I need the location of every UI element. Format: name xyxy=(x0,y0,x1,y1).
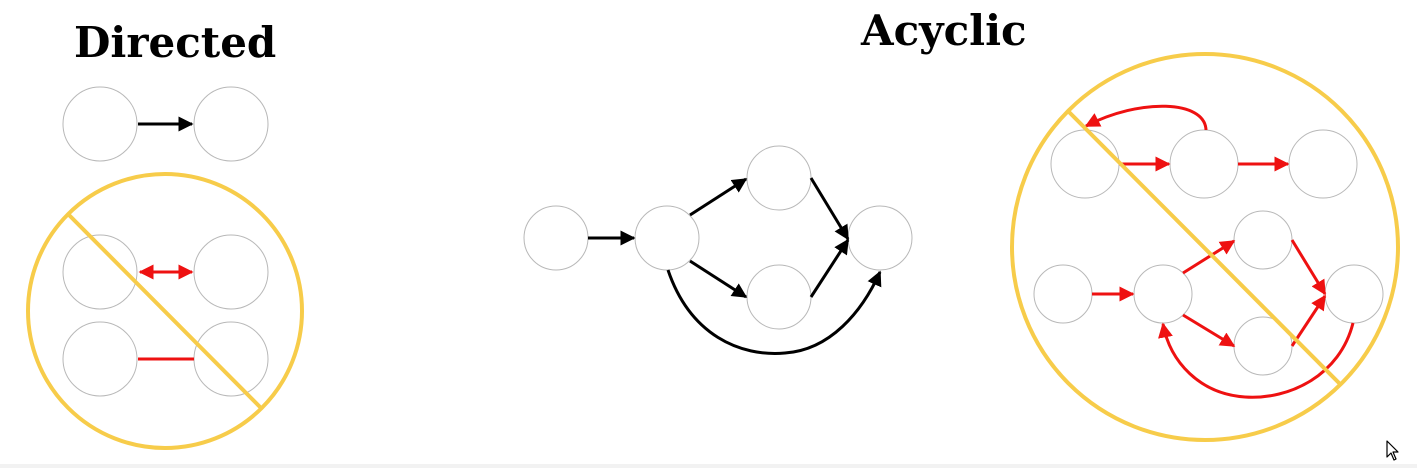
prohibition-slash xyxy=(66,212,263,410)
prohibition-circle xyxy=(26,172,304,450)
graph-node xyxy=(1169,129,1239,199)
acyclic-invalid-example xyxy=(1010,52,1400,442)
graph-node xyxy=(634,205,700,271)
prohibition-slash xyxy=(1066,109,1342,386)
cycle-edge xyxy=(1084,104,1208,131)
mouse-pointer-icon xyxy=(1386,440,1399,461)
directed-edge xyxy=(1182,239,1236,275)
graph-node xyxy=(193,321,269,397)
graph-node xyxy=(62,321,138,397)
graph-node xyxy=(193,86,269,162)
graph-node xyxy=(1233,210,1293,270)
graph-node xyxy=(1033,264,1093,324)
directed-edge xyxy=(809,177,850,241)
acyclic-title: Acyclic xyxy=(861,6,1027,55)
prohibition-circle xyxy=(1010,52,1400,442)
graph-node xyxy=(62,234,138,310)
directed-edge xyxy=(809,238,850,298)
graph-node xyxy=(1324,264,1384,324)
graph-node xyxy=(1133,264,1193,324)
graph-node xyxy=(523,205,589,271)
graph-node xyxy=(1050,129,1120,199)
acyclic-valid-example xyxy=(523,145,913,355)
graph-node xyxy=(746,145,812,211)
directed-edge xyxy=(1290,294,1327,347)
cycle-edge xyxy=(1158,322,1355,399)
directed-edge xyxy=(1290,239,1327,296)
directed-invalid-examples xyxy=(26,172,304,450)
graph-node xyxy=(193,234,269,310)
directed-title: Directed xyxy=(74,18,277,67)
directed-edge xyxy=(1182,313,1236,348)
directed-edge xyxy=(689,259,748,299)
graph-node xyxy=(62,86,138,162)
bottom-strip xyxy=(0,464,1417,468)
directed-edge xyxy=(689,177,748,217)
graph-node xyxy=(1288,129,1358,199)
graph-node xyxy=(847,205,913,271)
directed-valid-example xyxy=(62,86,269,162)
graph-node xyxy=(746,264,812,330)
curved-directed-edge xyxy=(666,269,882,355)
